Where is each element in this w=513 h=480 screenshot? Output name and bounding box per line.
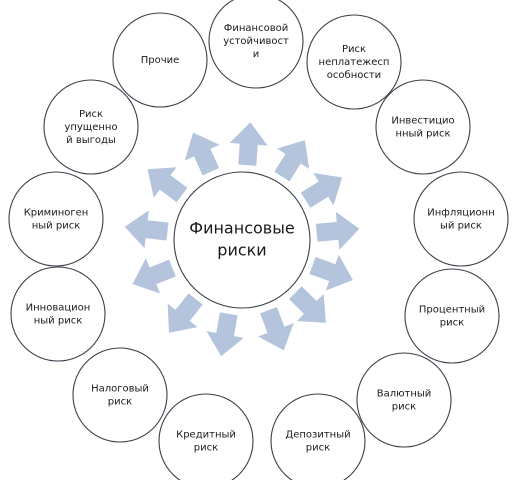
node-label-line: Риск (342, 44, 366, 55)
center-label-line: риски (217, 241, 266, 260)
node-label-line: Инфляционн (427, 208, 494, 219)
node-label-line: Криминоген (24, 208, 89, 219)
node-circle (158, 393, 254, 480)
node-circle (10, 266, 106, 362)
node-circle (112, 12, 208, 108)
node-credit: Кредитный риск (158, 393, 254, 480)
arrow-insolvency (274, 140, 310, 182)
node-label-line: особности (327, 70, 381, 81)
node-label-line: Риск (79, 109, 103, 120)
node-label-line: неплатежесп (319, 57, 390, 68)
node-label-line: Инвестицио (391, 116, 454, 127)
node-circle (72, 347, 168, 443)
node-lost-profit: Риск упущенно й выгоды (43, 79, 139, 175)
arrow-financial-stability (229, 122, 268, 166)
node-insolvency: Риск неплатежесп особности (306, 14, 402, 110)
node-innovation: Инновацион ный риск (10, 266, 106, 362)
node-circle (270, 393, 366, 480)
node-tax: Налоговый риск (72, 347, 168, 443)
node-label-line: ный риск (32, 221, 81, 232)
node-label-line: Финансовой (224, 23, 288, 34)
center-circle (173, 171, 311, 309)
node-circle (404, 268, 500, 364)
node-label-line: ый риск (440, 221, 482, 232)
node-investment: Инвестицио нный риск (375, 79, 471, 175)
center-node: Финансовые риски (173, 171, 311, 309)
node-label-line: ный риск (34, 316, 83, 327)
node-label-line: Прочие (141, 55, 180, 66)
arrow-criminogenic (124, 210, 169, 249)
arrow-innovation (132, 258, 176, 294)
center-label-line: Финансовые (189, 219, 294, 238)
node-circle (43, 79, 139, 175)
node-label-line: й выгоды (66, 135, 116, 146)
node-label-line: Инновацион (26, 303, 91, 314)
node-inflation: Инфляционн ый риск (413, 171, 509, 267)
arrow-investment (300, 173, 343, 208)
node-criminogenic: Криминоген ный риск (8, 171, 104, 267)
node-circle (413, 171, 509, 267)
node-label-line: Валютный (377, 389, 432, 400)
node-label-line: Депозитный (285, 430, 350, 441)
node-financial-stability: Финансовой устойчивост и (208, 0, 304, 89)
node-label-line: риск (392, 402, 416, 413)
node-circle (306, 14, 402, 110)
node-label-line: Процентный (419, 305, 485, 316)
arrow-interest (309, 254, 353, 291)
node-label-line: и (253, 49, 260, 60)
arrows-layer (124, 122, 360, 357)
node-label-line: Кредитный (176, 430, 236, 441)
node-label-line: риск (306, 443, 330, 454)
node-other: Прочие (112, 12, 208, 108)
arrow-inflation (315, 211, 360, 250)
node-currency: Валютный риск (356, 352, 452, 448)
arrow-deposit (258, 306, 294, 351)
node-interest: Процентный риск (404, 268, 500, 364)
node-circle (208, 0, 304, 89)
arrow-other (184, 132, 220, 176)
node-deposit: Депозитный риск (270, 393, 366, 480)
arrow-lost-profit (147, 167, 188, 203)
node-label-line: нный риск (395, 129, 450, 140)
arrow-tax (167, 293, 203, 333)
node-label-line: Налоговый (91, 384, 149, 395)
node-label-line: устойчивост (223, 36, 289, 47)
node-circle (8, 171, 104, 267)
node-label-line: риск (194, 443, 218, 454)
node-label-line: упущенно (64, 122, 117, 133)
node-label-line: риск (440, 318, 464, 329)
node-circle (375, 79, 471, 175)
arrow-currency (289, 286, 326, 323)
node-circle (356, 352, 452, 448)
arrow-credit (206, 312, 244, 357)
node-label-line: риск (108, 397, 132, 408)
